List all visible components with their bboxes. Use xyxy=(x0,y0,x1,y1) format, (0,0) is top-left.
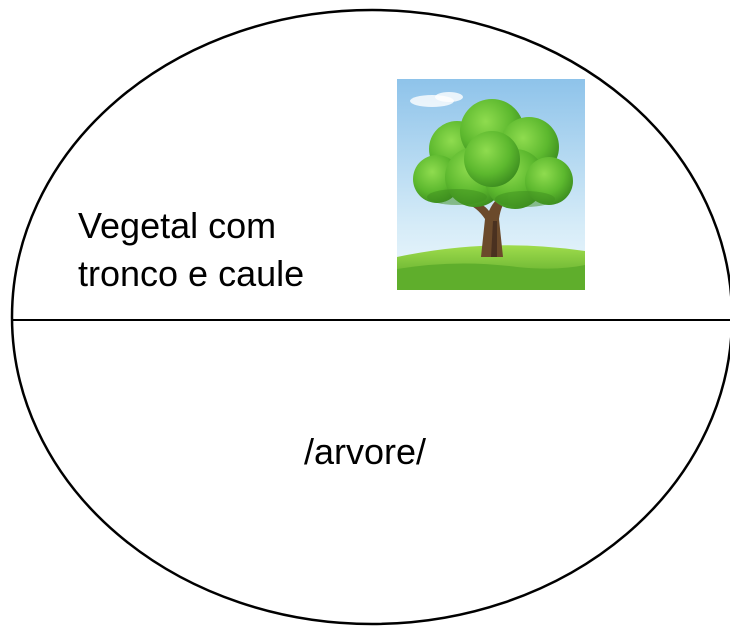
concept-label: Vegetal com tronco e caule xyxy=(78,202,304,298)
tree-image xyxy=(397,79,585,290)
form-value: /arvore/ xyxy=(303,431,427,472)
concept-line-2: tronco e caule xyxy=(78,253,305,294)
oak-tree-icon xyxy=(397,79,585,290)
concept-line-1: Vegetal com xyxy=(78,205,277,246)
form-label: /arvore/ xyxy=(0,428,730,476)
sign-ellipse xyxy=(10,8,730,626)
